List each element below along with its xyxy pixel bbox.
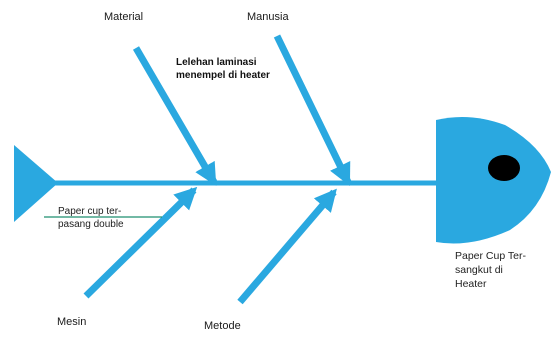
category-material-label: Material — [104, 10, 143, 24]
problem-statement: Paper Cup Ter- sangkut di Heater — [455, 249, 551, 291]
cause-mesin: Paper cup ter- pasang double — [58, 205, 178, 231]
category-metode-label: Metode — [204, 319, 241, 333]
cause-mesin-line-1: Paper cup ter- — [58, 205, 178, 218]
bone-metode — [240, 192, 334, 302]
fish-head — [436, 117, 551, 244]
category-manusia-label: Manusia — [247, 10, 289, 24]
problem-line-1: Paper Cup Ter- — [455, 249, 551, 263]
problem-line-3: Heater — [455, 277, 551, 291]
category-mesin-label: Mesin — [57, 315, 86, 329]
cause-mesin-line-2: pasang double — [58, 218, 178, 231]
fish-eye — [488, 155, 520, 181]
problem-line-2: sangkut di — [455, 263, 551, 277]
cause-manusia: Lelehan laminasi menempel di heater — [176, 56, 316, 82]
cause-manusia-line-2: menempel di heater — [176, 69, 316, 82]
cause-manusia-line-1: Lelehan laminasi — [176, 56, 316, 69]
